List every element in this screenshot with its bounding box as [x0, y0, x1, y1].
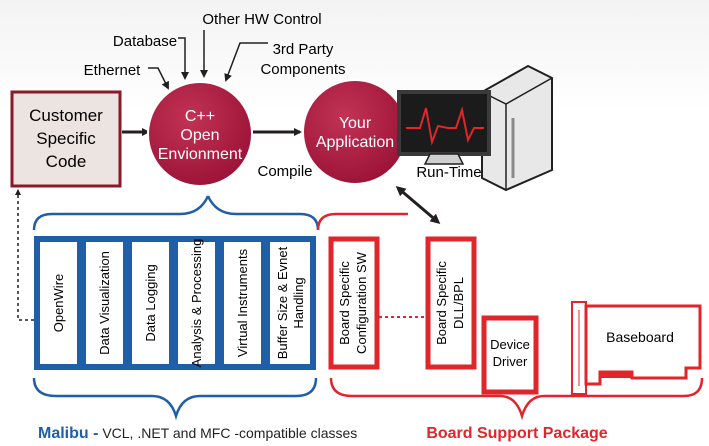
malibu-footer: Malibu - VCL, .NET and MFC -compatible c… [38, 425, 357, 442]
other-hw-label: Other HW Control [202, 11, 321, 28]
customer-code-line2: Specific [36, 129, 96, 148]
app-line2: Application [316, 134, 394, 151]
malibu-box-openwire [40, 242, 77, 364]
bsp-box-device-driver [481, 315, 539, 395]
compile-label: Compile [257, 163, 312, 180]
bsp-dll-line1: Board Specific [434, 261, 449, 345]
malibu-label-data-visualization: Data Visualization [97, 251, 112, 355]
bsp-brace-bottom [329, 377, 704, 421]
baseboard-label: Baseboard [606, 329, 674, 345]
customer-code-line3: Code [46, 152, 87, 171]
customer-code-line1: Customer [29, 106, 103, 125]
bsp-config-line1: Board Specific [337, 261, 352, 345]
cpp-env-line2: Open [180, 127, 219, 144]
bsp-dll-line2: DLL/BPL [451, 277, 466, 329]
customer-code-box [10, 90, 122, 188]
bsp-box-dll-bpl [425, 236, 477, 370]
malibu-box-data-logging [132, 242, 169, 364]
your-application-circle [302, 79, 408, 185]
openwire-feedback-dashed-arrow [15, 189, 34, 321]
malibu-brace-bottom [32, 377, 318, 421]
computer-icon [397, 64, 553, 192]
malibu-label-buffer-size-line1: Buffer Size & Evnet [275, 246, 290, 359]
ethernet-label: Ethernet [84, 62, 142, 79]
malibu-label-buffer-size-line2: Handling [291, 277, 306, 328]
malibu-components [34, 236, 316, 370]
third-party-label-2: Components [260, 61, 345, 78]
malibu-box-data-visualization [86, 242, 123, 364]
cpp-environment-circle [147, 81, 253, 187]
malibu-brace-top-left [32, 195, 210, 231]
malibu-name: Malibu - [38, 425, 98, 442]
third-party-label-1: 3rd Party [273, 41, 334, 58]
baseboard-card [571, 301, 702, 395]
malibu-box-analysis [178, 242, 215, 364]
database-arrow [178, 37, 189, 80]
app-dll-double-arrow [395, 186, 441, 224]
runtime-label: Run-Time [416, 164, 481, 181]
bsp-footer-label: Board Support Package [426, 425, 607, 442]
third-party-arrow [224, 42, 268, 82]
database-label: Database [113, 33, 177, 50]
bsp-box-configuration-sw [328, 236, 380, 370]
malibu-box-buffer-size [270, 242, 310, 364]
app-line1: Your [339, 115, 372, 132]
bsp-driver-line1: Device [490, 337, 530, 352]
bsp-config-line2: Configuration SW [354, 251, 369, 354]
ethernet-arrow [148, 67, 169, 90]
malibu-brace-top-right [206, 195, 320, 231]
cpp-env-line3: Envionment [158, 146, 243, 163]
bsp-driver-line2: Driver [493, 354, 528, 369]
malibu-label-openwire: OpenWire [51, 274, 66, 333]
malibu-box-virtual-instruments [224, 242, 261, 364]
malibu-description: VCL, .NET and MFC -compatible classes [98, 425, 357, 441]
malibu-label-virtual-instruments: Virtual Instruments [235, 248, 250, 357]
malibu-label-data-logging: Data Logging [143, 264, 158, 341]
malibu-label-analysis: Analysis & Processing [189, 239, 204, 368]
bsp-brace-top [316, 212, 408, 231]
malibu-frame [34, 236, 316, 370]
cpp-env-line1: C++ [185, 108, 215, 125]
